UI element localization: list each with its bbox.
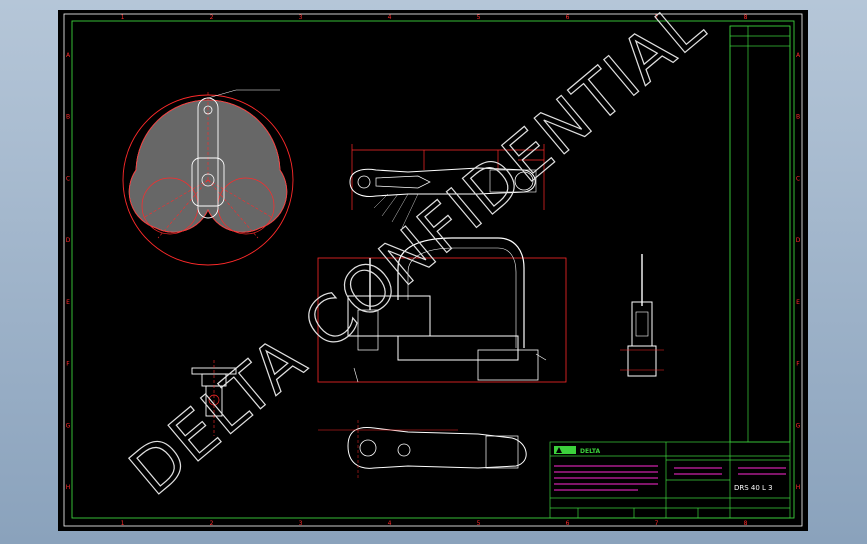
work-envelope-view	[122, 89, 294, 266]
column-label: 7	[655, 520, 659, 527]
arm-plan-view	[349, 144, 545, 229]
arm-bottom-view	[318, 420, 527, 480]
row-label: E	[66, 299, 70, 306]
company-logo-text: DELTA	[580, 448, 601, 455]
delta-logo: DELTA	[554, 446, 601, 455]
drawing-canvas[interactable]: 1 2 3 4 5 6 7 8 1 2 3 4 5 6 7 8 A B C D E F G H A B C D E F G H	[58, 10, 808, 531]
row-label: H	[66, 484, 71, 491]
column-labels-bottom: 1 2 3 4 5 6 7 8	[121, 520, 748, 527]
revision-table	[729, 25, 791, 443]
column-label: 6	[566, 14, 570, 21]
column-label: 3	[299, 520, 303, 527]
column-label: 4	[388, 14, 392, 21]
arm-end-view	[620, 254, 664, 377]
column-label: 2	[210, 520, 214, 527]
row-label: H	[796, 484, 801, 491]
column-label: 2	[210, 14, 214, 21]
row-label: C	[66, 175, 70, 182]
row-label: G	[66, 422, 71, 429]
row-label: A	[66, 52, 71, 59]
row-label: E	[796, 299, 800, 306]
outer-frame	[63, 13, 803, 527]
column-label: 1	[121, 520, 125, 527]
column-label: 6	[566, 520, 570, 527]
arm-side-view	[317, 237, 567, 383]
column-label: 3	[299, 14, 303, 21]
drawing-sheet[interactable]: 1 2 3 4 5 6 7 8 1 2 3 4 5 6 7 8 A B C D E F G H A B C D E F G H	[58, 10, 808, 531]
row-label: A	[796, 52, 801, 59]
row-label: C	[796, 175, 800, 182]
column-label: 5	[477, 520, 481, 527]
title-block	[549, 441, 791, 519]
column-label: 5	[477, 14, 481, 21]
row-label: F	[796, 361, 800, 368]
row-label: G	[796, 422, 801, 429]
row-label: B	[66, 114, 70, 121]
inner-frame	[71, 20, 795, 519]
column-labels-top: 1 2 3 4 5 6 7 8	[121, 14, 748, 21]
flange-detail-view	[191, 360, 237, 436]
title-block-placeholder-rows	[554, 465, 786, 491]
row-label: D	[66, 237, 71, 244]
row-labels-left: A B C D E F G H	[66, 52, 71, 491]
column-label: 4	[388, 520, 392, 527]
row-label: D	[796, 237, 801, 244]
row-label: F	[66, 361, 70, 368]
drawing-number: DRS 40 L 3	[734, 484, 773, 492]
row-labels-right: A B C D E F G H	[796, 52, 801, 491]
column-label: 8	[744, 520, 748, 527]
row-label: B	[796, 114, 800, 121]
column-label: 7	[655, 14, 659, 21]
column-label: 1	[121, 14, 125, 21]
confidential-watermark: DELTA CONFIDENTIAL	[117, 10, 720, 510]
column-label: 8	[744, 14, 748, 21]
